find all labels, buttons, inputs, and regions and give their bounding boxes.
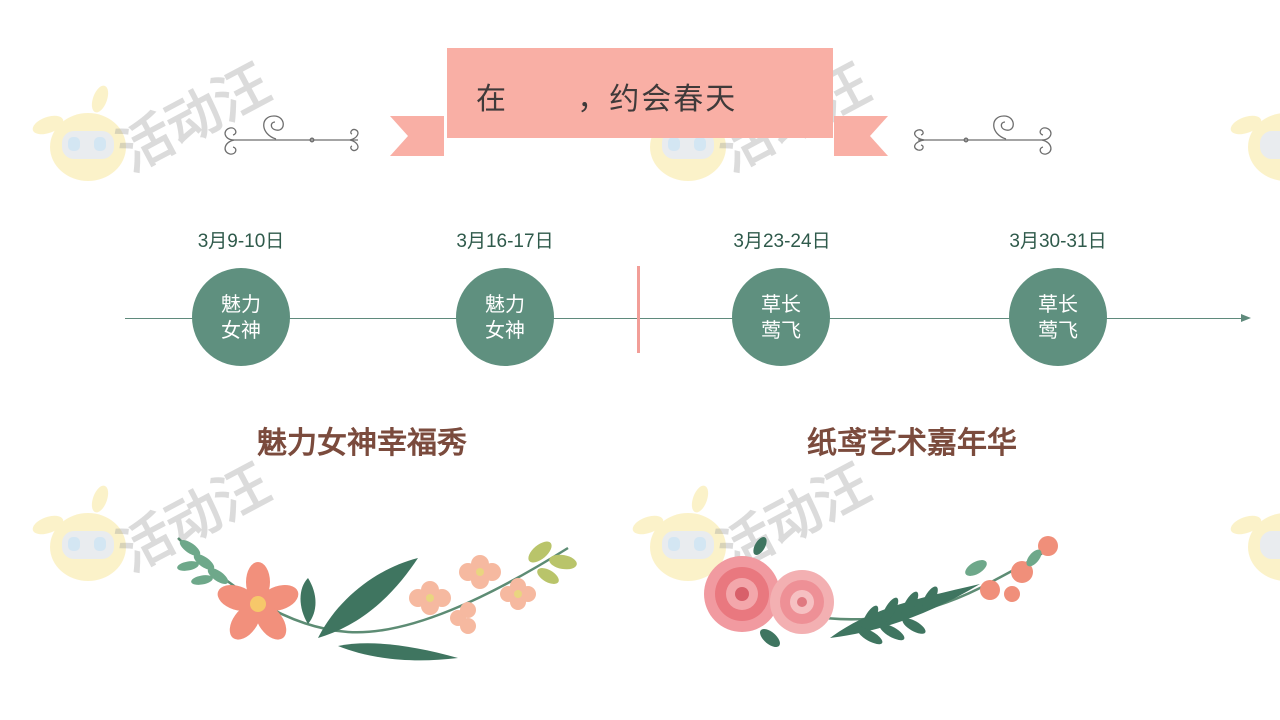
node-label-line2: 莺飞 (761, 318, 801, 342)
mascot-icon (32, 85, 126, 181)
event-title-right: 纸鸢艺术嘉年华 (807, 426, 1017, 461)
date-label-2: 3月16-17日 (456, 231, 554, 252)
timeline-node-2: 魅力 女神 (456, 268, 554, 366)
timeline-node-1: 魅力 女神 (192, 268, 290, 366)
timeline-axis (125, 318, 1243, 319)
ribbon-right-tail-icon (834, 116, 888, 156)
date-label-4: 3月30-31日 (1009, 231, 1107, 252)
floral-garland-right-icon (704, 536, 1058, 647)
date-label-1: 3月9-10日 (197, 231, 285, 252)
timeline-node-3: 草长 莺飞 (732, 268, 830, 366)
node-label-line2: 女神 (221, 318, 261, 342)
flourish-right-icon (913, 115, 1052, 155)
timeline-node-4: 草长 莺飞 (1009, 268, 1107, 366)
flourish-left-icon (224, 115, 359, 155)
banner-title: 在 ，约会春天 (476, 82, 738, 117)
date-label-3: 3月23-24日 (733, 231, 831, 252)
node-label-line1: 草长 (1038, 292, 1078, 316)
mascot-icon (1230, 513, 1280, 581)
mascot-icon (1230, 113, 1280, 181)
node-label-line1: 魅力 (221, 292, 261, 316)
node-label-line1: 草长 (761, 292, 801, 316)
mascot-icon (32, 485, 126, 581)
node-label-line1: 魅力 (485, 292, 525, 316)
timeline-divider (637, 266, 640, 353)
node-label-line2: 女神 (485, 318, 525, 342)
event-title-left: 魅力女神幸福秀 (257, 426, 467, 461)
title-banner (447, 48, 833, 138)
timeline-arrow-icon (1241, 314, 1251, 322)
ribbon-left-tail-icon (390, 116, 444, 156)
watermark-top-right (1226, 40, 1280, 200)
watermark-bottom-right (1226, 440, 1280, 600)
floral-garland-left-icon (177, 537, 577, 661)
node-label-line2: 莺飞 (1038, 318, 1078, 342)
